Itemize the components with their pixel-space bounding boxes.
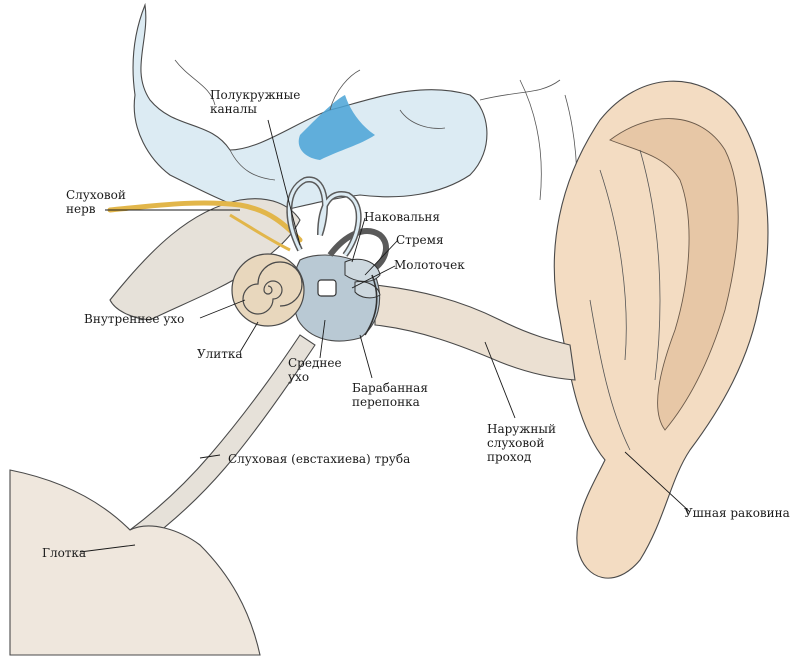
incus-shape [344, 258, 381, 282]
label-eardrum: Барабанная перепонка [352, 381, 428, 409]
label-semicircular-canals: Полукружные каналы [210, 88, 301, 116]
label-malleus: Молоточек [394, 258, 465, 272]
temporal-bone [132, 2, 488, 216]
semicircular-canal-3 [327, 228, 389, 275]
stapes-shape [317, 279, 337, 297]
label-auditory-nerve: Слуховой нерв [66, 188, 126, 216]
bone-blue-highlight [298, 95, 375, 160]
label-cochlea: Улитка [197, 347, 243, 361]
pinna-detail-lines [589, 149, 661, 451]
cochlea-spiral [242, 261, 303, 315]
semicircular-canal-inner [287, 178, 361, 256]
auditory-nerve [107, 200, 303, 243]
label-ear-canal: Наружный слуховой проход [487, 422, 556, 464]
label-middle-ear: Среднее ухо [288, 356, 342, 384]
auditory-nerve-branch [229, 213, 291, 252]
leader-lines [79, 119, 691, 553]
label-stapes: Стремя [396, 233, 444, 247]
pharynx [9, 469, 261, 656]
cochlea-body [231, 253, 305, 327]
label-incus: Наковальня [364, 210, 440, 224]
pinna-helix-fold [609, 118, 739, 431]
malleus-shape [354, 281, 381, 299]
label-inner-ear: Внутреннее ухо [84, 312, 185, 326]
eardrum-shape [364, 274, 378, 336]
ear-canal-tube [374, 284, 576, 381]
bone-crack-lines [174, 59, 561, 181]
label-eustachian-tube: Слуховая (евстахиева) труба [228, 452, 411, 466]
label-pinna: Ушная раковина [684, 506, 790, 520]
label-pharynx: Глотка [42, 546, 87, 560]
